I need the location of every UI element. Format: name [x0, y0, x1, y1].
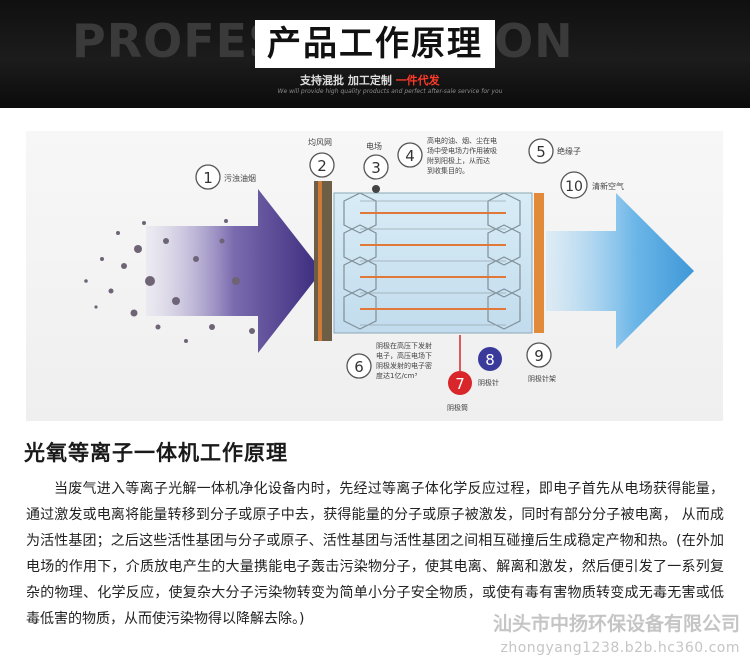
anode-lines — [360, 200, 506, 326]
callout-4-line-2: 场中受电场力作用被吸 — [427, 146, 497, 155]
callout-3-label: 电场 — [366, 141, 382, 151]
callout-6-line-1: 阴极在高压下发射 — [376, 341, 432, 350]
callout-6: 6 阴极在高压下发射 电子，高压电场下 阴极发射的电子密 度达1亿/cm³ — [346, 341, 432, 380]
banner-title: 产品工作原理 — [255, 20, 495, 68]
callout-4-line-1: 高电的油、烟、尘在电 — [427, 136, 497, 145]
callout-2-number: 2 — [317, 157, 327, 175]
banner-subtitle: 支持混批 加工定制 一件代发 — [300, 72, 500, 88]
callout-2: 2 均风网 — [308, 137, 335, 178]
clean-air-arrow — [546, 193, 694, 349]
section-body: 当废气进入等离子光解一体机净化设备内时，先经过等离子体化学反应过程，即电子首先从… — [26, 481, 724, 627]
callout-6-line-2: 电子，高压电场下 — [376, 351, 432, 360]
watermark-url: zhongyang1238.b2b.hc360.com — [500, 640, 740, 656]
particle-cloud — [84, 219, 255, 343]
callout-10-number: 10 — [565, 179, 583, 195]
callout-8-number: 8 — [485, 351, 495, 369]
callout-1-label: 污浊油烟 — [224, 173, 256, 183]
watermark-company: 汕头市中扬环保设备有限公司 — [492, 613, 740, 635]
callout-9-number: 9 — [534, 347, 544, 365]
diagram-svg: 1 污浊油烟 2 均风网 3 电场 4 高电的油、烟、尘在电 场中受电场力作用被… — [84, 136, 694, 412]
hex-tubes — [343, 192, 521, 330]
callout-8: 8 阴极针 — [478, 347, 502, 387]
watermark: 汕头市中扬环保设备有限公司 zhongyang1238.b2b.hc360.co… — [420, 612, 740, 660]
callout-6-number: 6 — [354, 358, 364, 376]
right-frame — [534, 193, 544, 333]
header-banner: PROFESS DUCTION 产品工作原理 支持混批 加工定制 一件代发 We… — [0, 0, 750, 108]
callout-6-line-3: 阴极发射的电子密 — [376, 361, 432, 370]
callout-3: 3 电场 — [363, 141, 389, 193]
callout-7-label: 阴极筒 — [447, 403, 468, 412]
cathode-lines — [360, 212, 506, 310]
callout-7: 7 阴极筒 — [447, 371, 472, 412]
section-title: 光氧等离子一体机工作原理 — [24, 441, 288, 465]
banner-subtitle-main: 支持混批 加工定制 — [300, 74, 392, 87]
callout-5-number: 5 — [536, 143, 546, 161]
working-principle-diagram: 1 污浊油烟 2 均风网 3 电场 4 高电的油、烟、尘在电 场中受电场力作用被… — [26, 131, 723, 421]
callout-5-label: 绝缘子 — [557, 146, 581, 156]
banner-subtitle-highlight: 一件代发 — [395, 74, 440, 87]
callout-6-line-4: 度达1亿/cm³ — [376, 371, 417, 380]
callout-9: 9 阴极针架 — [526, 342, 556, 383]
left-frame-stripe — [318, 181, 322, 341]
callout-4: 4 高电的油、烟、尘在电 场中受电场力作用被吸 附到阳极上，从而达 到收集目的。 — [397, 136, 497, 175]
callout-5: 5 绝缘子 — [528, 138, 581, 164]
callout-10: 10 清新空气 — [560, 171, 624, 199]
callout-4-number: 4 — [405, 147, 415, 165]
callout-2-label: 均风网 — [308, 137, 332, 147]
callout-1-number: 1 — [203, 169, 213, 187]
callout-8-label: 阴极针 — [478, 378, 499, 387]
callout-1: 1 污浊油烟 — [195, 164, 256, 190]
callout-4-line-4: 到收集目的。 — [427, 166, 469, 175]
callout-10-label: 清新空气 — [592, 181, 624, 191]
callout-4-line-3: 附到阳极上，从而达 — [427, 156, 490, 165]
left-frame — [314, 181, 332, 341]
polluted-air-arrow — [146, 189, 322, 353]
callout-9-label: 阴极针架 — [528, 374, 556, 383]
callout-7-number: 7 — [455, 375, 465, 393]
callout-3-number: 3 — [371, 159, 381, 177]
banner-tagline: We will provide high quality products an… — [277, 88, 503, 95]
